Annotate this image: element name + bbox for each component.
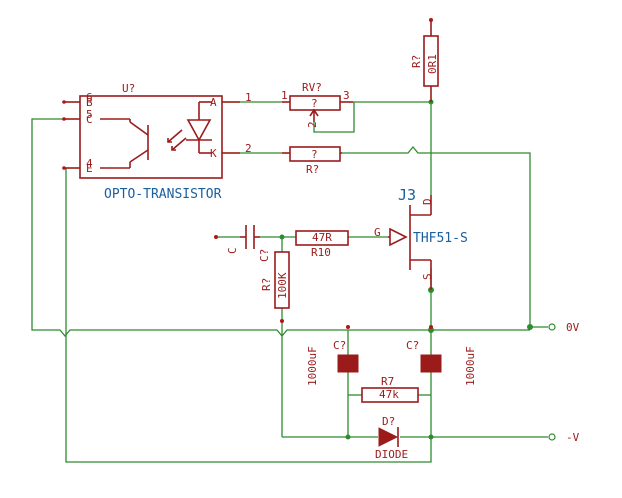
capacitor-c-left[interactable]: C? 1000uF xyxy=(306,339,359,386)
c-right-ref: C? xyxy=(406,339,419,352)
opto-pin-c-label: C xyxy=(86,113,93,126)
rv-pin-1: 1 xyxy=(281,89,288,102)
c-left-value: 1000uF xyxy=(306,346,319,386)
r-100k-value: 100K xyxy=(276,272,289,299)
resistor-r-k[interactable]: ? R? xyxy=(282,146,342,176)
j3-pin-d: D xyxy=(421,198,434,205)
r-k-ref: R? xyxy=(306,163,319,176)
net-0v[interactable]: 0V xyxy=(548,321,580,334)
opto-pin-2-number: 2 xyxy=(245,142,252,155)
r-top-ref: R? xyxy=(410,55,423,68)
opto-pin-1-number: 1 xyxy=(245,91,252,104)
diode-value: DIODE xyxy=(375,448,408,461)
rv-pin-2: 2 xyxy=(306,121,319,128)
r10-value: 47R xyxy=(312,231,332,244)
net-neg-v-label: -V xyxy=(566,431,580,444)
c-left-ref: C? xyxy=(333,339,346,352)
diode-ref: D? xyxy=(382,415,395,428)
r-k-value: ? xyxy=(311,148,318,161)
diode-d[interactable]: D? DIODE xyxy=(375,415,408,461)
rv-ref: RV? xyxy=(302,81,322,94)
opto-pin-b-label: B xyxy=(86,96,93,109)
jfet-j3[interactable]: J3 THF51-S D G S xyxy=(374,186,468,290)
j3-name: THF51-S xyxy=(413,231,468,246)
rv-value: ? xyxy=(311,97,318,110)
capacitor-c-in[interactable]: C C? xyxy=(214,225,271,262)
resistor-r-100k[interactable]: 100K R? xyxy=(260,251,290,309)
resistor-r7[interactable]: R7 47k xyxy=(361,375,419,403)
r7-value: 47k xyxy=(379,388,399,401)
opto-name: OPTO-TRANSISTOR xyxy=(104,187,222,202)
opto-pin-6-number: 6 xyxy=(86,91,93,104)
opto-pin-k-label: K xyxy=(210,147,217,160)
r10-ref: R10 xyxy=(311,246,331,259)
r-top-value: 0R1 xyxy=(426,54,439,74)
j3-ref: J3 xyxy=(398,186,416,204)
r7-ref: R7 xyxy=(381,375,394,388)
opto-pin-5-number: 5 xyxy=(86,108,93,121)
opto-pin-e-label: E xyxy=(86,162,93,175)
opto-pin-4-number: 4 xyxy=(86,157,93,170)
opto-transistor[interactable]: U? B C E A K 6 5 4 1 2 OPTO-TRANSISTOR xyxy=(62,82,252,202)
net-neg-v[interactable]: -V xyxy=(548,431,580,444)
rv-pin-3: 3 xyxy=(343,89,350,102)
junctions xyxy=(279,99,533,440)
c-in-ref: C? xyxy=(258,249,271,262)
wires xyxy=(31,101,548,463)
net-0v-label: 0V xyxy=(566,321,580,334)
opto-ref: U? xyxy=(122,82,135,95)
c-in-value: C xyxy=(226,247,239,254)
c-right-value: 1000uF xyxy=(464,346,477,386)
j3-pin-s: S xyxy=(421,273,434,280)
resistor-r-top[interactable]: 0R1 R? xyxy=(410,18,439,102)
potentiometer-rv[interactable]: RV? ? 1 3 2 xyxy=(281,81,353,128)
capacitor-c-right[interactable]: C? 1000uF xyxy=(406,339,477,386)
opto-pin-a-label: A xyxy=(210,96,217,109)
j3-pin-g: G xyxy=(374,226,381,239)
r-100k-ref: R? xyxy=(260,278,273,291)
resistor-r10[interactable]: 47R R10 xyxy=(295,230,349,259)
